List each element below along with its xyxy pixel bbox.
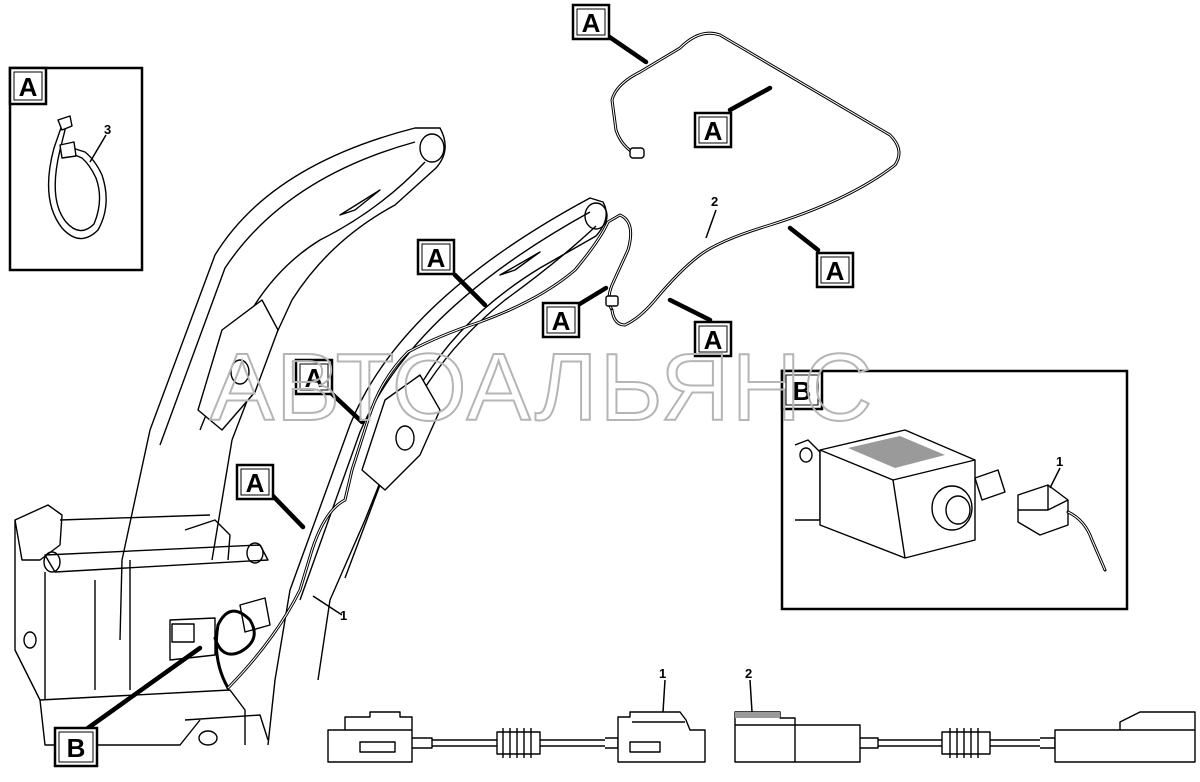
callout-a-6: A — [416, 238, 456, 276]
callout-b-1: B — [53, 726, 99, 768]
callout-a-3-label: A — [826, 256, 845, 286]
callout-a-5: A — [541, 301, 581, 339]
callout-a-2: A — [693, 111, 733, 149]
part-number-cable-2: 2 — [711, 194, 718, 209]
cable-tie-icon — [47, 115, 107, 240]
detail-a-part-number: 3 — [104, 122, 111, 137]
frame-connector — [171, 623, 195, 643]
callout-a-4-label: A — [704, 325, 723, 355]
detail-b-part-number: 1 — [1056, 454, 1063, 469]
detail-a-label: A — [19, 72, 38, 102]
callout-a-3: A — [815, 251, 855, 289]
watermark: АВТОАЛЬЯНС — [210, 334, 874, 441]
callout-a-4: A — [693, 320, 733, 358]
part-number-connector-1: 1 — [659, 666, 666, 681]
leader-connector-2 — [749, 679, 753, 713]
part-number-cable-1: 1 — [340, 608, 347, 623]
leader-detail-b — [1049, 467, 1061, 489]
callout-b-1-label: B — [67, 733, 86, 763]
leader-cable-2 — [705, 209, 717, 239]
callout-a-8-label: A — [246, 468, 265, 498]
loader-arm-frame — [119, 127, 608, 746]
detail-a-inset: A 3 — [8, 66, 144, 272]
detail-b-inset: B 1 — [780, 369, 1129, 611]
cable-joint — [605, 295, 619, 307]
cable-harness-1 — [171, 31, 901, 690]
detail-b-label: B — [793, 376, 812, 406]
cable-end-plug — [629, 147, 645, 159]
leader-cable-1 — [312, 595, 343, 616]
connector-1-schematic: 1 — [327, 666, 706, 763]
quick-coupler — [14, 504, 271, 746]
callout-a-1: A — [571, 3, 611, 41]
callout-a-5-label: A — [552, 306, 571, 336]
callout-a-1-label: A — [582, 8, 601, 38]
callout-arrows — [85, 33, 821, 731]
plug-connector-icon — [1017, 484, 1107, 572]
callout-a-8: A — [235, 463, 275, 501]
callout-a-2-label: A — [704, 116, 723, 146]
callout-a-7: A — [294, 358, 334, 396]
callout-a-6-label: A — [427, 243, 446, 273]
sensor-block-icon — [794, 429, 1006, 559]
part-number-connector-2: 2 — [745, 666, 752, 681]
leader-detail-a — [89, 134, 107, 163]
connector-2-schematic: 2 — [734, 666, 1196, 763]
leader-connector-1 — [662, 679, 666, 713]
callout-a-7-label: A — [305, 363, 324, 393]
